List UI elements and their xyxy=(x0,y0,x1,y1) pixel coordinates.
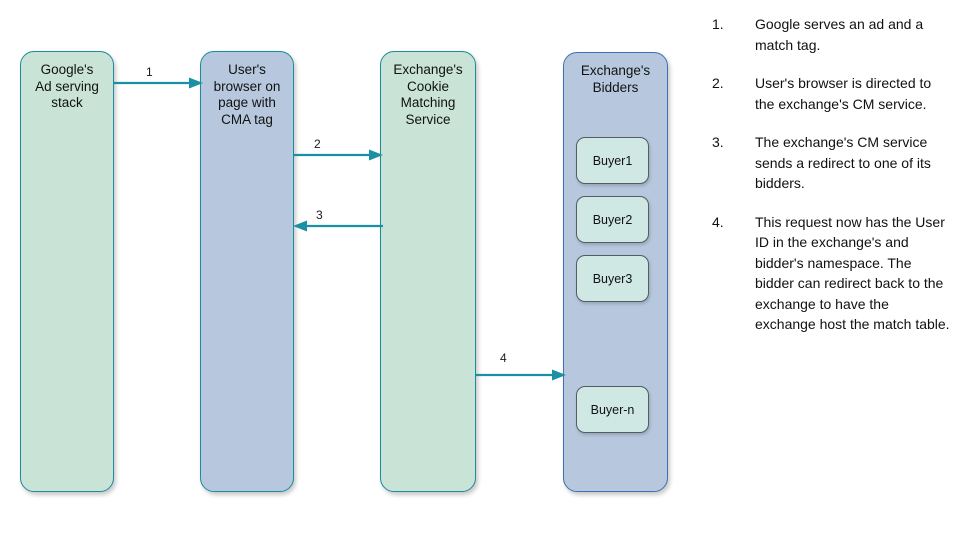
step-number-4: 4. xyxy=(712,213,724,230)
list-item: 4. This request now has the User ID in t… xyxy=(706,212,950,335)
buyer-label-n: Buyer-n xyxy=(590,403,635,417)
arrow-3-left-icon xyxy=(293,219,383,233)
arrow-2-label: 2 xyxy=(314,137,321,151)
step-text-4: This request now has the User ID in the … xyxy=(755,213,950,333)
step-text-2: User's browser is directed to the exchan… xyxy=(755,75,932,112)
buyer-label-3: Buyer3 xyxy=(592,272,633,286)
buyer-box-3[interactable]: Buyer3 xyxy=(576,255,649,302)
step-text-1: Google serves an ad and a match tag. xyxy=(755,16,924,53)
buyer-label-1: Buyer1 xyxy=(592,154,633,168)
arrow-1-right-icon xyxy=(113,76,203,90)
buyer-label-2: Buyer2 xyxy=(592,213,633,227)
buyer-box-2[interactable]: Buyer2 xyxy=(576,196,649,243)
arrow-2-right-icon xyxy=(293,148,383,162)
step-number-3: 3. xyxy=(712,134,724,150)
buyer-box-n[interactable]: Buyer-n xyxy=(576,386,649,433)
arrow-1-label: 1 xyxy=(146,65,153,79)
steps-list: 1. Google serves an ad and a match tag. … xyxy=(706,14,950,353)
list-item: 2. User's browser is directed to the exc… xyxy=(706,73,950,114)
step-text-3: The exchange's CM service sends a redire… xyxy=(755,134,931,191)
step-number-1: 1. xyxy=(712,16,724,32)
buyer-box-1[interactable]: Buyer1 xyxy=(576,137,649,184)
arrow-4-right-icon xyxy=(476,368,566,382)
step-number-2: 2. xyxy=(712,75,724,91)
arrow-3-label: 3 xyxy=(316,208,323,222)
list-item: 3. The exchange's CM service sends a red… xyxy=(706,132,950,194)
list-item: 1. Google serves an ad and a match tag. xyxy=(706,14,950,55)
arrow-4-label: 4 xyxy=(500,351,507,365)
